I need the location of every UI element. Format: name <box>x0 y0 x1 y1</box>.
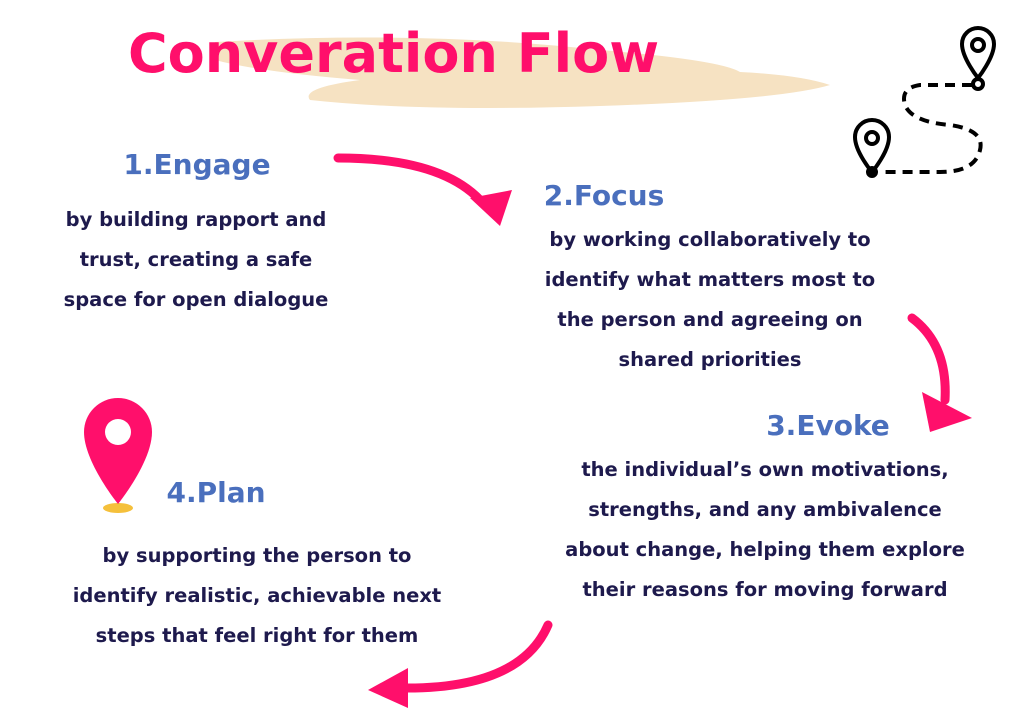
text-line: by working collaboratively to <box>549 228 871 251</box>
text-line: space for open dialogue <box>63 288 329 311</box>
page-title: Converation Flow <box>128 22 660 85</box>
step-evoke-text: the individual’s own motivations, streng… <box>565 450 965 610</box>
text-line: the person and agreeing on <box>557 308 863 331</box>
route-map-icon <box>852 25 997 178</box>
text-line: about change, helping them explore <box>565 538 965 561</box>
text-line: strengths, and any ambivalence <box>588 498 942 521</box>
text-line: their reasons for moving forward <box>582 578 948 601</box>
step-plan-heading: 4.Plan <box>166 476 266 509</box>
step-engage-heading: 1.Engage <box>123 148 271 181</box>
brush-stroke <box>215 37 830 108</box>
curved-arrow-icon <box>333 153 950 693</box>
text-line: the individual’s own motivations, <box>581 458 949 481</box>
text-line: identify what matters most to <box>544 268 876 291</box>
step-plan-text: by supporting the person to identify rea… <box>73 536 442 656</box>
text-line: by supporting the person to <box>102 544 412 567</box>
arrow-heads <box>368 190 972 708</box>
text-line: shared priorities <box>618 348 802 371</box>
location-pin-icon <box>84 398 152 513</box>
step-engage-text: by building rapport and trust, creating … <box>64 200 329 320</box>
step-focus-text: by working collaboratively to identify w… <box>545 220 875 380</box>
text-line: trust, creating a safe <box>79 248 313 271</box>
text-line: steps that feel right for them <box>95 624 419 647</box>
text-line: by building rapport and <box>65 208 327 231</box>
step-evoke-heading: 3.Evoke <box>766 409 890 442</box>
step-focus-heading: 2.Focus <box>543 179 665 212</box>
text-line: identify realistic, achievable next <box>72 584 442 607</box>
